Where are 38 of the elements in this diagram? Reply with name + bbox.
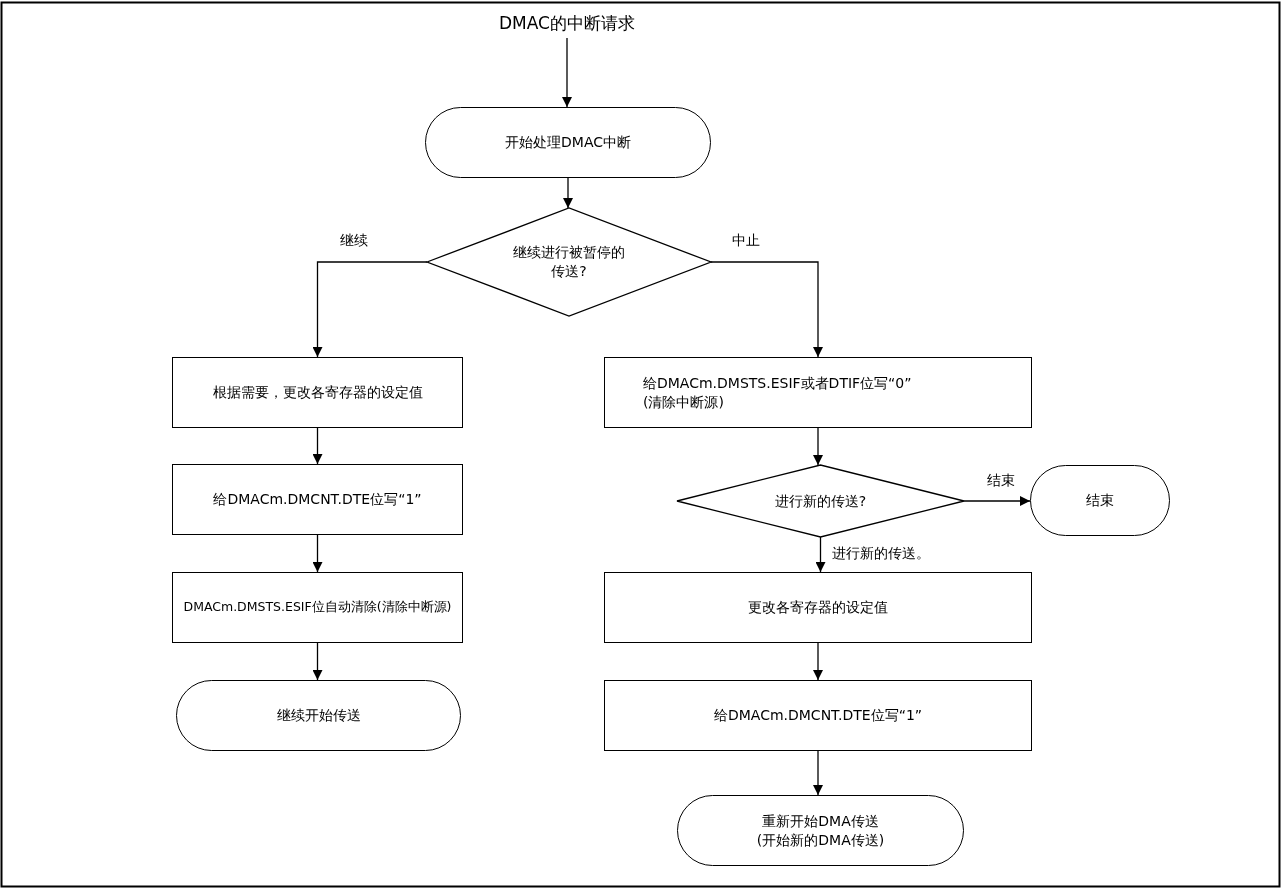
decision-diamond	[427, 208, 711, 316]
node-text: 继续开始传送	[276, 706, 361, 725]
arrow	[312, 534, 323, 573]
node-text: 更改各寄存器的设定值	[748, 598, 888, 617]
node-text: 给DMACm.DMSTS.ESIF或者DTIF位写“0”	[643, 373, 912, 393]
process-box	[604, 680, 1032, 751]
arrow	[813, 427, 823, 466]
arrow	[813, 750, 823, 796]
edge-label: 继续	[338, 232, 370, 250]
decision-diamond	[677, 465, 964, 537]
node-text: 结束	[1086, 491, 1114, 510]
arrow	[312, 427, 323, 465]
process-box	[172, 572, 463, 643]
edge-label: 中止	[730, 232, 762, 250]
node-text: (开始新的DMA传送)	[756, 830, 885, 850]
arrow	[312, 261, 428, 358]
arrow	[813, 642, 823, 681]
arrow	[562, 37, 572, 108]
node-text: 开始处理DMAC中断	[505, 133, 631, 152]
title-text: DMAC的中断请求	[499, 11, 635, 35]
node-text: (清除中断源)	[643, 392, 724, 412]
arrow	[563, 177, 573, 209]
node-text: 根据需要，更改各寄存器的设定值	[212, 383, 423, 402]
node-text: 进行新的传送?	[774, 491, 867, 511]
node-text: DMACm.DMSTS.ESIF位自动清除(清除中断源)	[183, 599, 452, 616]
node-text: 给DMACm.DMCNT.DTE位写“1”	[213, 490, 422, 509]
arrow	[312, 642, 323, 681]
node-text: 继续进行被暂停的传送?	[513, 243, 625, 281]
node-text: 重新开始DMA传送	[762, 811, 879, 831]
arrow	[963, 496, 1031, 506]
process-box	[172, 357, 463, 428]
process-box	[604, 572, 1032, 643]
arrow	[710, 261, 823, 358]
arrow	[815, 536, 826, 573]
edge-label: 结束	[985, 472, 1017, 490]
node-text: 给DMACm.DMCNT.DTE位写“1”	[713, 706, 923, 725]
process-box	[604, 357, 1032, 428]
process-box	[172, 464, 463, 535]
